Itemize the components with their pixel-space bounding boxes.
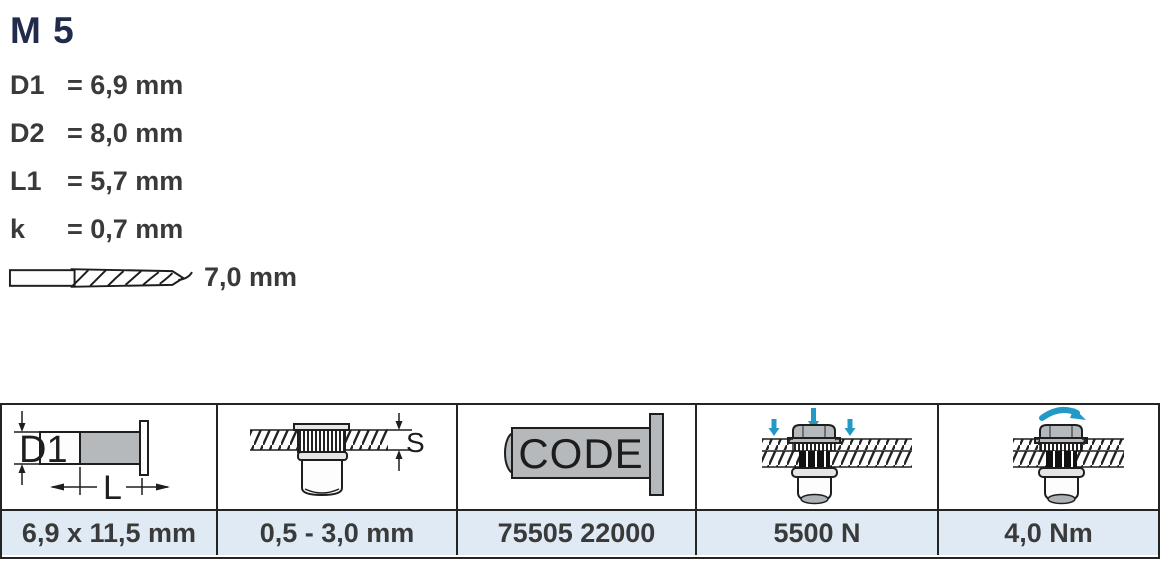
spec-value: = 8,0 mm <box>67 118 184 148</box>
spec-table: D1 L <box>0 403 1160 559</box>
article-code-value: 75505 22000 <box>458 509 697 555</box>
spec-row-d1: D1 = 6,9 mm <box>10 70 183 100</box>
spec-label: D1 <box>10 70 45 100</box>
pull-out-force-value: 5500 N <box>697 509 939 555</box>
spec-row-d2: D2 = 8,0 mm <box>10 118 183 148</box>
dim-label-s: S <box>406 427 425 458</box>
code-label: CODE <box>518 430 643 477</box>
spec-label: L1 <box>10 166 42 196</box>
cell-grip-range: S <box>218 405 458 509</box>
pull-out-force-diagram <box>762 408 912 505</box>
spec-value: = 0,7 mm <box>67 214 184 244</box>
dim-label-d1: D1 <box>19 429 68 471</box>
max-torque-diagram <box>1013 406 1124 505</box>
spec-row-k: k = 0,7 mm <box>10 214 183 244</box>
article-code-diagram: CODE <box>504 413 664 496</box>
drill-bit-icon <box>8 267 193 288</box>
rotation-arrow-icon <box>1039 406 1086 421</box>
cell-max-torque <box>939 405 1158 509</box>
grip-range-diagram: S <box>250 413 425 497</box>
down-arrow-icon <box>844 419 856 436</box>
grip-range-value: 0,5 - 3,0 mm <box>218 509 458 555</box>
dim-label-l: L <box>103 469 122 507</box>
spec-value: = 6,9 mm <box>67 70 184 100</box>
cell-article-code: CODE <box>458 405 697 509</box>
drill-size-row: 7,0 mm <box>8 262 297 293</box>
down-arrow-icon <box>768 419 780 436</box>
spec-label: k <box>10 214 26 244</box>
torque-value: 4,0 Nm <box>939 509 1158 555</box>
rivet-size-value: 6,9 x 11,5 mm <box>2 509 218 555</box>
page-title: M 5 <box>10 10 75 51</box>
cell-pull-out-force <box>697 405 939 509</box>
drill-diameter: 7,0 mm <box>204 262 298 292</box>
spec-value: = 5,7 mm <box>67 166 184 196</box>
rivet-dimensions-diagram: D1 L <box>14 411 170 507</box>
cell-rivet-dimensions: D1 L <box>2 405 218 509</box>
spec-row-l1: L1 = 5,7 mm <box>10 166 183 196</box>
spec-label: D2 <box>10 118 45 148</box>
